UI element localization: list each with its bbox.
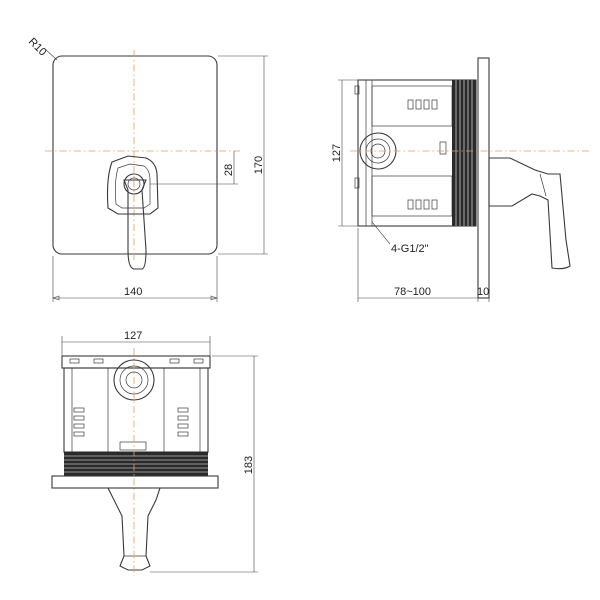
top-height-label: 183 (243, 456, 255, 474)
front-plate (52, 55, 218, 255)
side-plate-label: 10 (477, 286, 489, 298)
top-slots-right (177, 407, 189, 437)
top-handle (107, 487, 161, 571)
side-handle (488, 157, 571, 270)
front-handle-hub (123, 173, 145, 195)
side-height-label: 127 (331, 144, 343, 162)
side-connection-label: 4-G1/2" (391, 243, 429, 255)
top-connection-port (113, 359, 155, 401)
top-slots-left (73, 407, 85, 437)
front-radius-label: R10 (26, 36, 49, 59)
top-view: 127 183 (51, 330, 258, 576)
front-width-label: 140 (124, 286, 142, 298)
side-depth-label: 78~100 (394, 286, 431, 298)
side-wall-plate (477, 57, 490, 299)
front-height-label: 170 (253, 156, 265, 174)
side-slots-lower (407, 199, 438, 210)
side-slots-upper (407, 99, 438, 110)
top-body (63, 367, 209, 453)
top-width-label: 127 (124, 330, 142, 342)
side-view: 127 4-G1/2" 78~100 10 (331, 57, 592, 302)
front-view: R10 140 170 28 (26, 36, 268, 302)
top-wall-plate (51, 475, 219, 489)
front-handle-lever (123, 179, 147, 270)
front-handle-escutcheon (106, 155, 159, 215)
front-offset-label: 28 (223, 164, 235, 176)
